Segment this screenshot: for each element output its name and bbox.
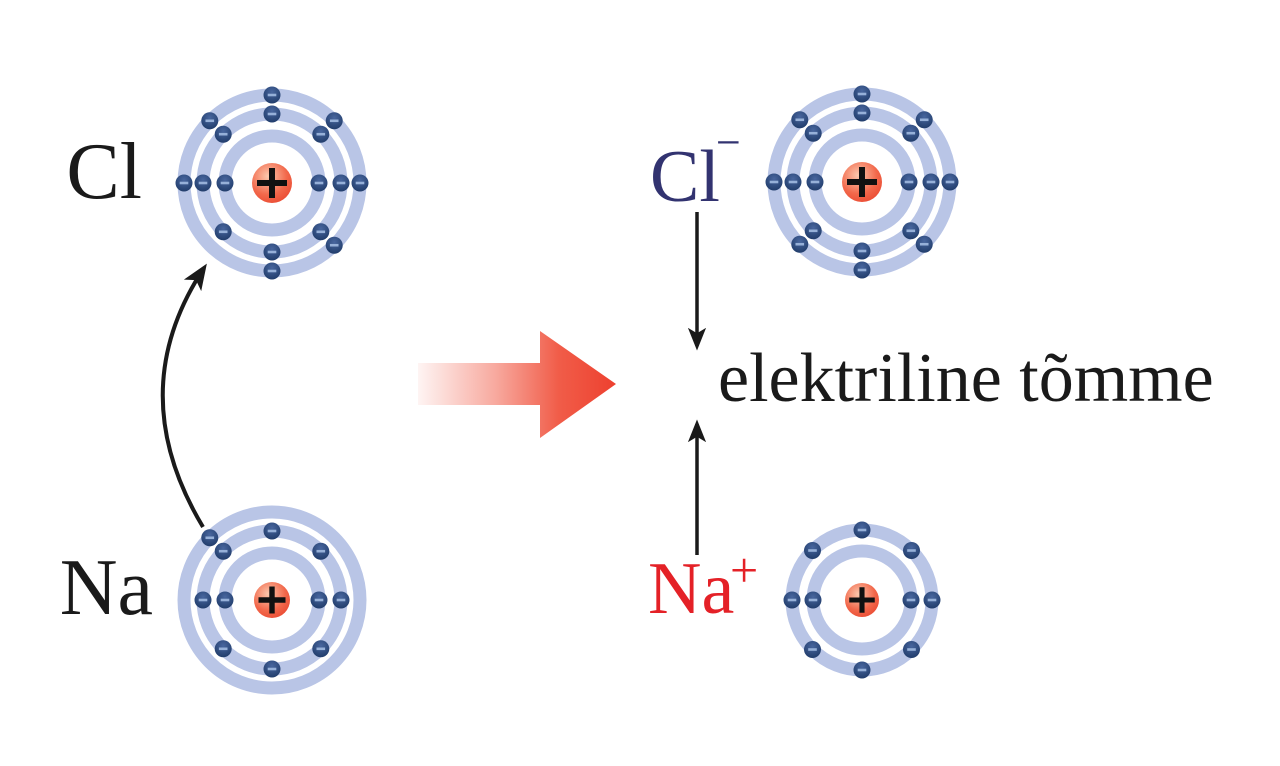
cl-atom-label: Cl [66, 128, 142, 216]
cl-ion-group [765, 85, 959, 279]
electron-transfer-arrow [160, 263, 207, 529]
na-atom-label: Na [60, 544, 153, 632]
na-ion-group [783, 521, 941, 679]
cl-atom-group [175, 86, 369, 280]
na-atom-group [177, 505, 367, 695]
atoms-layer [175, 85, 959, 695]
na-ion-charge-superscript: + [730, 542, 758, 598]
cl-ion-label: Cl [650, 136, 720, 218]
attraction-label: elektriline tõmme [718, 340, 1214, 417]
cl-ion-charge-superscript: − [716, 118, 741, 167]
na-ion-label: Na [648, 548, 734, 630]
reaction-arrow-icon [418, 331, 616, 438]
electron-shell-ring [177, 505, 367, 695]
